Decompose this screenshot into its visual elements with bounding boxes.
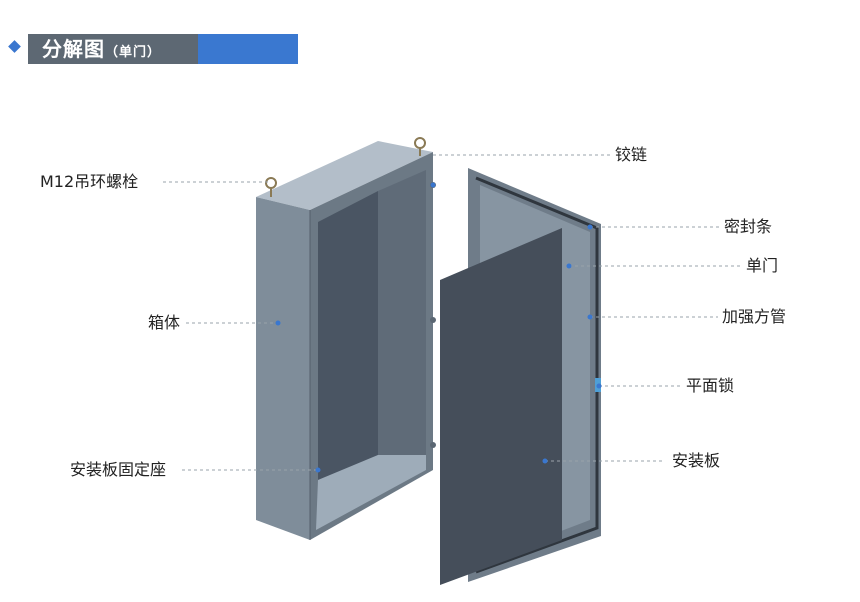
section-header: 分解图（单门） bbox=[0, 0, 860, 80]
dot-single-door bbox=[566, 263, 572, 269]
label-hinge: 铰链 bbox=[615, 145, 648, 164]
page-title: 分解图（单门） bbox=[42, 34, 161, 64]
page-subtitle: （单门） bbox=[105, 45, 162, 60]
title-text: 分解图 bbox=[42, 37, 105, 61]
eye-bolt-left-icon bbox=[265, 177, 277, 189]
dot-mount-plate bbox=[542, 458, 548, 464]
label-flat-lock: 平面锁 bbox=[686, 376, 735, 395]
dot-hinge bbox=[430, 182, 436, 188]
hinge-knuckle-3 bbox=[430, 442, 436, 448]
label-square-tube: 加强方管 bbox=[722, 307, 787, 326]
cabinet-front-face bbox=[256, 197, 310, 540]
dot-mount-base bbox=[315, 467, 321, 473]
dot-flat-lock bbox=[596, 383, 602, 389]
dot-cabinet-body bbox=[275, 320, 281, 326]
eye-bolt-right-icon bbox=[414, 137, 426, 149]
label-cabinet-body: 箱体 bbox=[148, 313, 181, 332]
mounting-plate bbox=[440, 228, 562, 585]
cabinet-interior-back bbox=[318, 191, 378, 480]
dot-seal-strip bbox=[587, 224, 593, 230]
marker-dots bbox=[275, 182, 602, 473]
label-mount-plate: 安装板 bbox=[672, 451, 721, 470]
label-seal-strip: 密封条 bbox=[724, 217, 773, 236]
label-mount-base: 安装板固定座 bbox=[70, 460, 167, 479]
label-single-door: 单门 bbox=[746, 256, 779, 275]
leader-lines bbox=[163, 154, 740, 471]
hinge-knuckle-2 bbox=[430, 317, 436, 323]
lifting-eye-bolts bbox=[265, 137, 426, 197]
cabinet-body bbox=[256, 141, 436, 540]
header-accent-bar bbox=[198, 34, 298, 64]
cabinet-interior-floor bbox=[316, 455, 426, 530]
dot-square-tube bbox=[587, 314, 593, 320]
label-lifting-bolt: M12吊环螺栓 bbox=[40, 172, 139, 191]
cabinet-top-face bbox=[256, 141, 433, 210]
header-bar bbox=[28, 34, 198, 64]
cabinet-interior-wall bbox=[378, 170, 426, 455]
